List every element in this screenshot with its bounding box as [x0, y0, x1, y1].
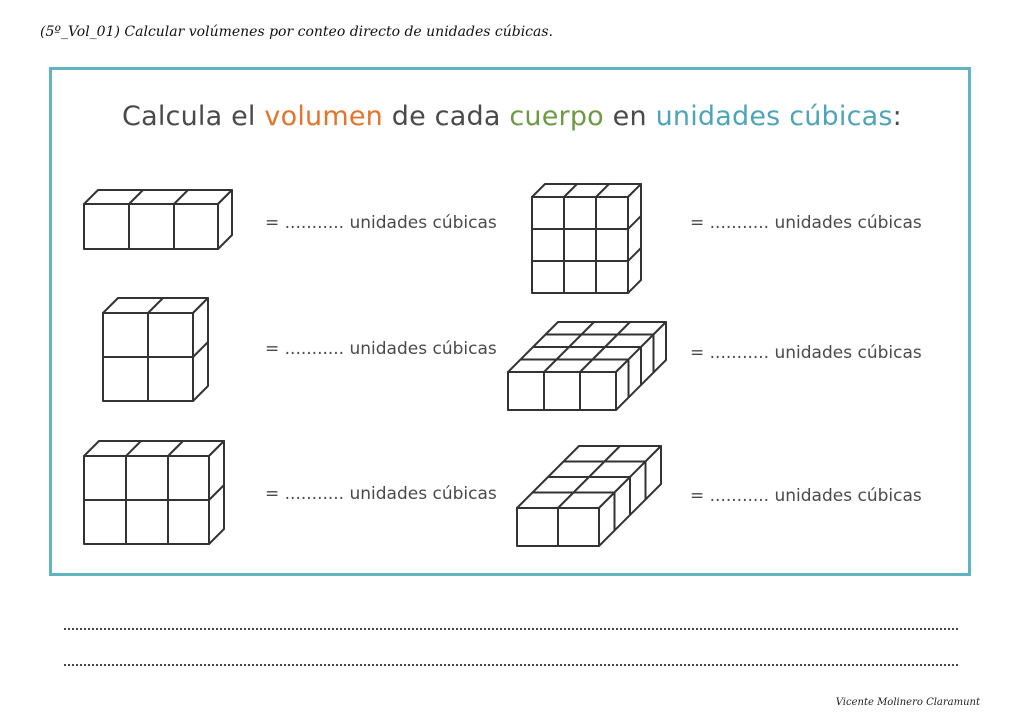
cube-figure-1 [83, 189, 233, 250]
title-word-cuerpo: cuerpo [509, 101, 604, 132]
title-word-unidades-cubicas: unidades cúbicas [655, 101, 893, 132]
cube-figure-3 [102, 297, 209, 402]
answer-line-5: = ........... unidades cúbicas [265, 484, 497, 504]
title-part-2: de cada [382, 101, 510, 132]
answer-line-4: = ........... unidades cúbicas [690, 343, 922, 363]
answer-line-2: = ........... unidades cúbicas [690, 213, 922, 233]
author-credit: Vicente Molinero Claramunt [835, 697, 980, 708]
answer-line-1: = ........... unidades cúbicas [265, 213, 497, 233]
cube-figure-2 [531, 183, 642, 294]
title-part-3: en [603, 101, 656, 132]
answer-dotted-line-2 [64, 664, 958, 666]
exercise-title: Calcula el volumen de cada cuerpo en uni… [0, 101, 1024, 132]
answer-line-3: = ........... unidades cúbicas [265, 339, 497, 359]
title-part-4: : [892, 101, 902, 132]
cube-figure-6 [516, 445, 662, 547]
title-part-1: Calcula el [122, 101, 265, 132]
cube-figure-4 [507, 321, 667, 411]
cube-figure-5 [83, 440, 225, 545]
worksheet-header: (5º_Vol_01) Calcular volúmenes por conte… [40, 24, 553, 40]
answer-line-6: = ........... unidades cúbicas [690, 486, 922, 506]
answer-dotted-line-1 [64, 628, 958, 630]
title-word-volumen: volumen [264, 101, 383, 132]
